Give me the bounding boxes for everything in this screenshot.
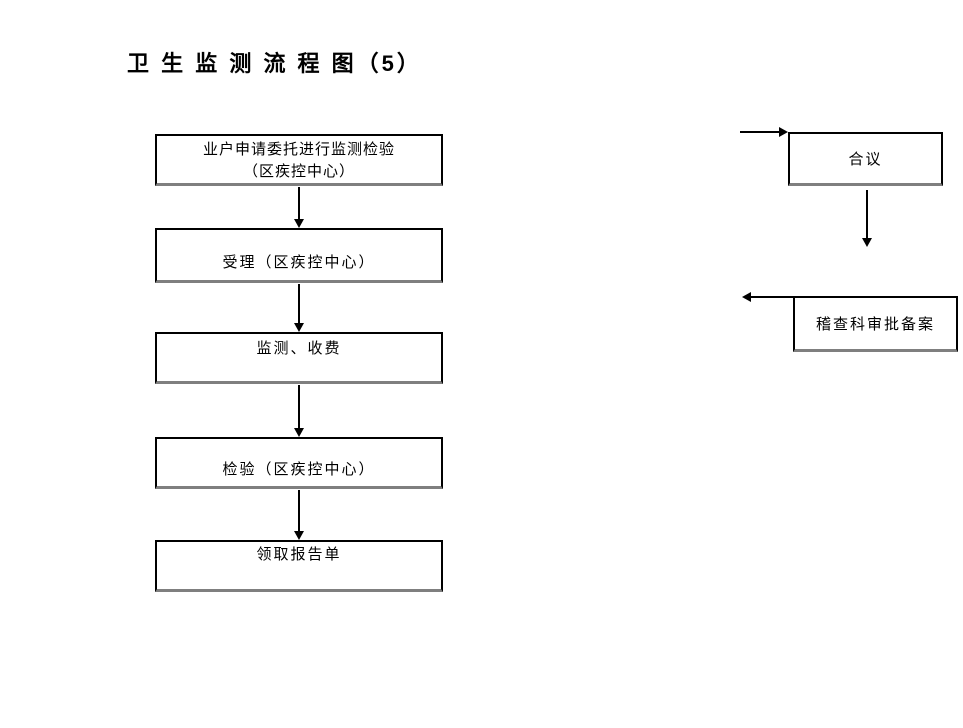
side-box-audit-filing: 稽查科审批备案 xyxy=(793,296,958,352)
flow-step-monitoring-fee-label: 监测、收费 xyxy=(256,338,342,357)
flow-step-acceptance-label: 受理（区疾控中心） xyxy=(222,253,376,271)
connector-arrow-out-of-audit xyxy=(742,292,793,302)
side-box-deliberation-label: 合议 xyxy=(848,149,883,168)
flow-step-application: 业户申请委托进行监测检验 （区疾控中心） xyxy=(155,134,443,186)
flow-step-report-pickup-label: 领取报告单 xyxy=(256,544,342,563)
flow-step-report-pickup: 领取报告单 xyxy=(155,540,443,592)
connector-arrow-deliberation-down xyxy=(862,190,872,247)
flow-step-application-line1: 业户申请委托进行监测检验 xyxy=(202,139,395,158)
flow-step-monitoring-fee: 监测、收费 xyxy=(155,332,443,384)
connector-arrow-step4-step5 xyxy=(294,490,304,540)
connector-arrow-step2-step3 xyxy=(294,284,304,332)
connector-arrow-into-deliberation xyxy=(740,127,788,137)
flow-step-inspection-label: 检验（区疾控中心） xyxy=(222,459,376,478)
connector-arrow-step3-step4 xyxy=(294,385,304,437)
flow-step-acceptance: 受理（区疾控中心） xyxy=(155,228,443,283)
side-box-deliberation: 合议 xyxy=(788,132,943,186)
flow-step-application-line2: （区疾控中心） xyxy=(242,161,355,180)
page-title: 卫 生 监 测 流 程 图（5） xyxy=(127,51,422,76)
flow-step-inspection: 检验（区疾控中心） xyxy=(155,437,443,489)
side-box-audit-filing-label: 稽查科审批备案 xyxy=(815,314,935,333)
connector-arrow-step1-step2 xyxy=(294,187,304,228)
